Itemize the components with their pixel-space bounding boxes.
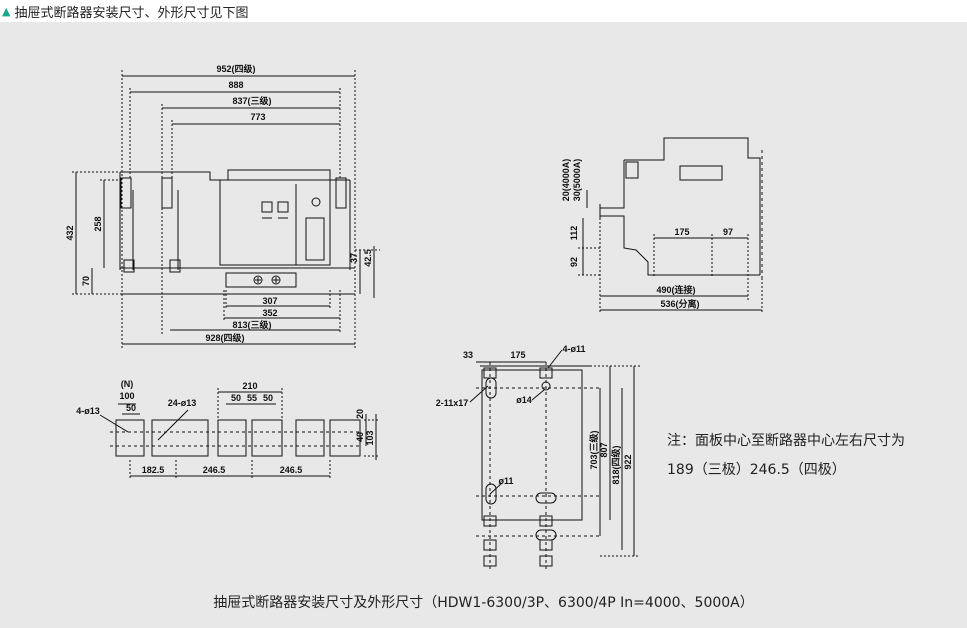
- dim-246-5-b: 246.5: [280, 465, 303, 475]
- header-title: 抽屉式断路器安装尺寸、外形尺寸见下图: [14, 5, 249, 21]
- dim-182-5: 182.5: [142, 465, 165, 475]
- dim-50-b: 50: [263, 393, 273, 403]
- dim-40: 40: [355, 432, 365, 442]
- note-line-1: 注：面板中心至断路器中心左右尺寸为: [667, 433, 905, 449]
- dim-210: 210: [242, 381, 257, 391]
- dim-246-5-a: 246.5: [203, 465, 226, 475]
- dim-922: 922: [623, 454, 633, 469]
- dim-70: 70: [81, 276, 91, 286]
- dim-20-4000a: 20(4000A): [561, 159, 571, 202]
- diagram-panel: [0, 22, 967, 628]
- label-4-d11: 4-ø11: [562, 344, 585, 354]
- figure-caption: 抽屉式断路器安装尺寸及外形尺寸（HDW1-6300/3P、6300/4P In=…: [213, 595, 754, 611]
- dim-20: 20: [355, 409, 365, 419]
- dim-352: 352: [262, 308, 277, 318]
- label-d11: ø11: [498, 476, 513, 486]
- dim-807: 807: [599, 442, 609, 457]
- dim-490: 490(连接): [656, 284, 695, 295]
- dim-703: 703(三级): [588, 430, 599, 469]
- dim-888: 888: [228, 80, 243, 90]
- dim-307: 307: [262, 296, 277, 306]
- dim-55: 55: [247, 393, 257, 403]
- dim-92: 92: [569, 257, 579, 267]
- label-24-d13: 24-ø13: [168, 398, 197, 408]
- dim-818: 818(四级): [610, 445, 621, 484]
- dim-536: 536(分离): [660, 298, 699, 309]
- dim-42-5: 42.5: [363, 249, 373, 267]
- dim-33: 33: [463, 350, 473, 360]
- dim-773: 773: [250, 112, 265, 122]
- dim-112: 112: [569, 226, 579, 241]
- dim-952: 952(四级): [216, 63, 255, 74]
- dim-37: 37: [349, 253, 359, 263]
- dim-50-a: 50: [231, 393, 241, 403]
- dim-103: 103: [365, 430, 375, 445]
- dim-258: 258: [93, 216, 103, 231]
- note-text: 注：面板中心至断路器中心左右尺寸为 189（三极）246.5（四极）: [667, 427, 905, 485]
- dim-432: 432: [65, 225, 75, 240]
- label-2-11x17: 2-11x17: [436, 398, 469, 408]
- label-4-d13: 4-ø13: [76, 406, 100, 416]
- dim-100: 100: [119, 391, 134, 401]
- dim-837: 837(三级): [232, 95, 271, 106]
- triangle-icon: ▲: [2, 4, 11, 18]
- dim-813: 813(三级): [232, 319, 271, 330]
- dim-175-mount: 175: [510, 350, 525, 360]
- dim-50: 50: [126, 403, 136, 413]
- dim-928: 928(四级): [205, 332, 244, 343]
- label-d14: ø14: [516, 395, 532, 405]
- dim-30-5000a: 30(5000A): [572, 159, 582, 202]
- dim-97: 97: [723, 227, 733, 237]
- dim-175-side: 175: [674, 227, 689, 237]
- note-line-2: 189（三极）246.5（四极）: [667, 462, 846, 478]
- label-n: (N): [121, 379, 134, 389]
- page-header: ▲ 抽屉式断路器安装尺寸、外形尺寸见下图: [0, 0, 967, 22]
